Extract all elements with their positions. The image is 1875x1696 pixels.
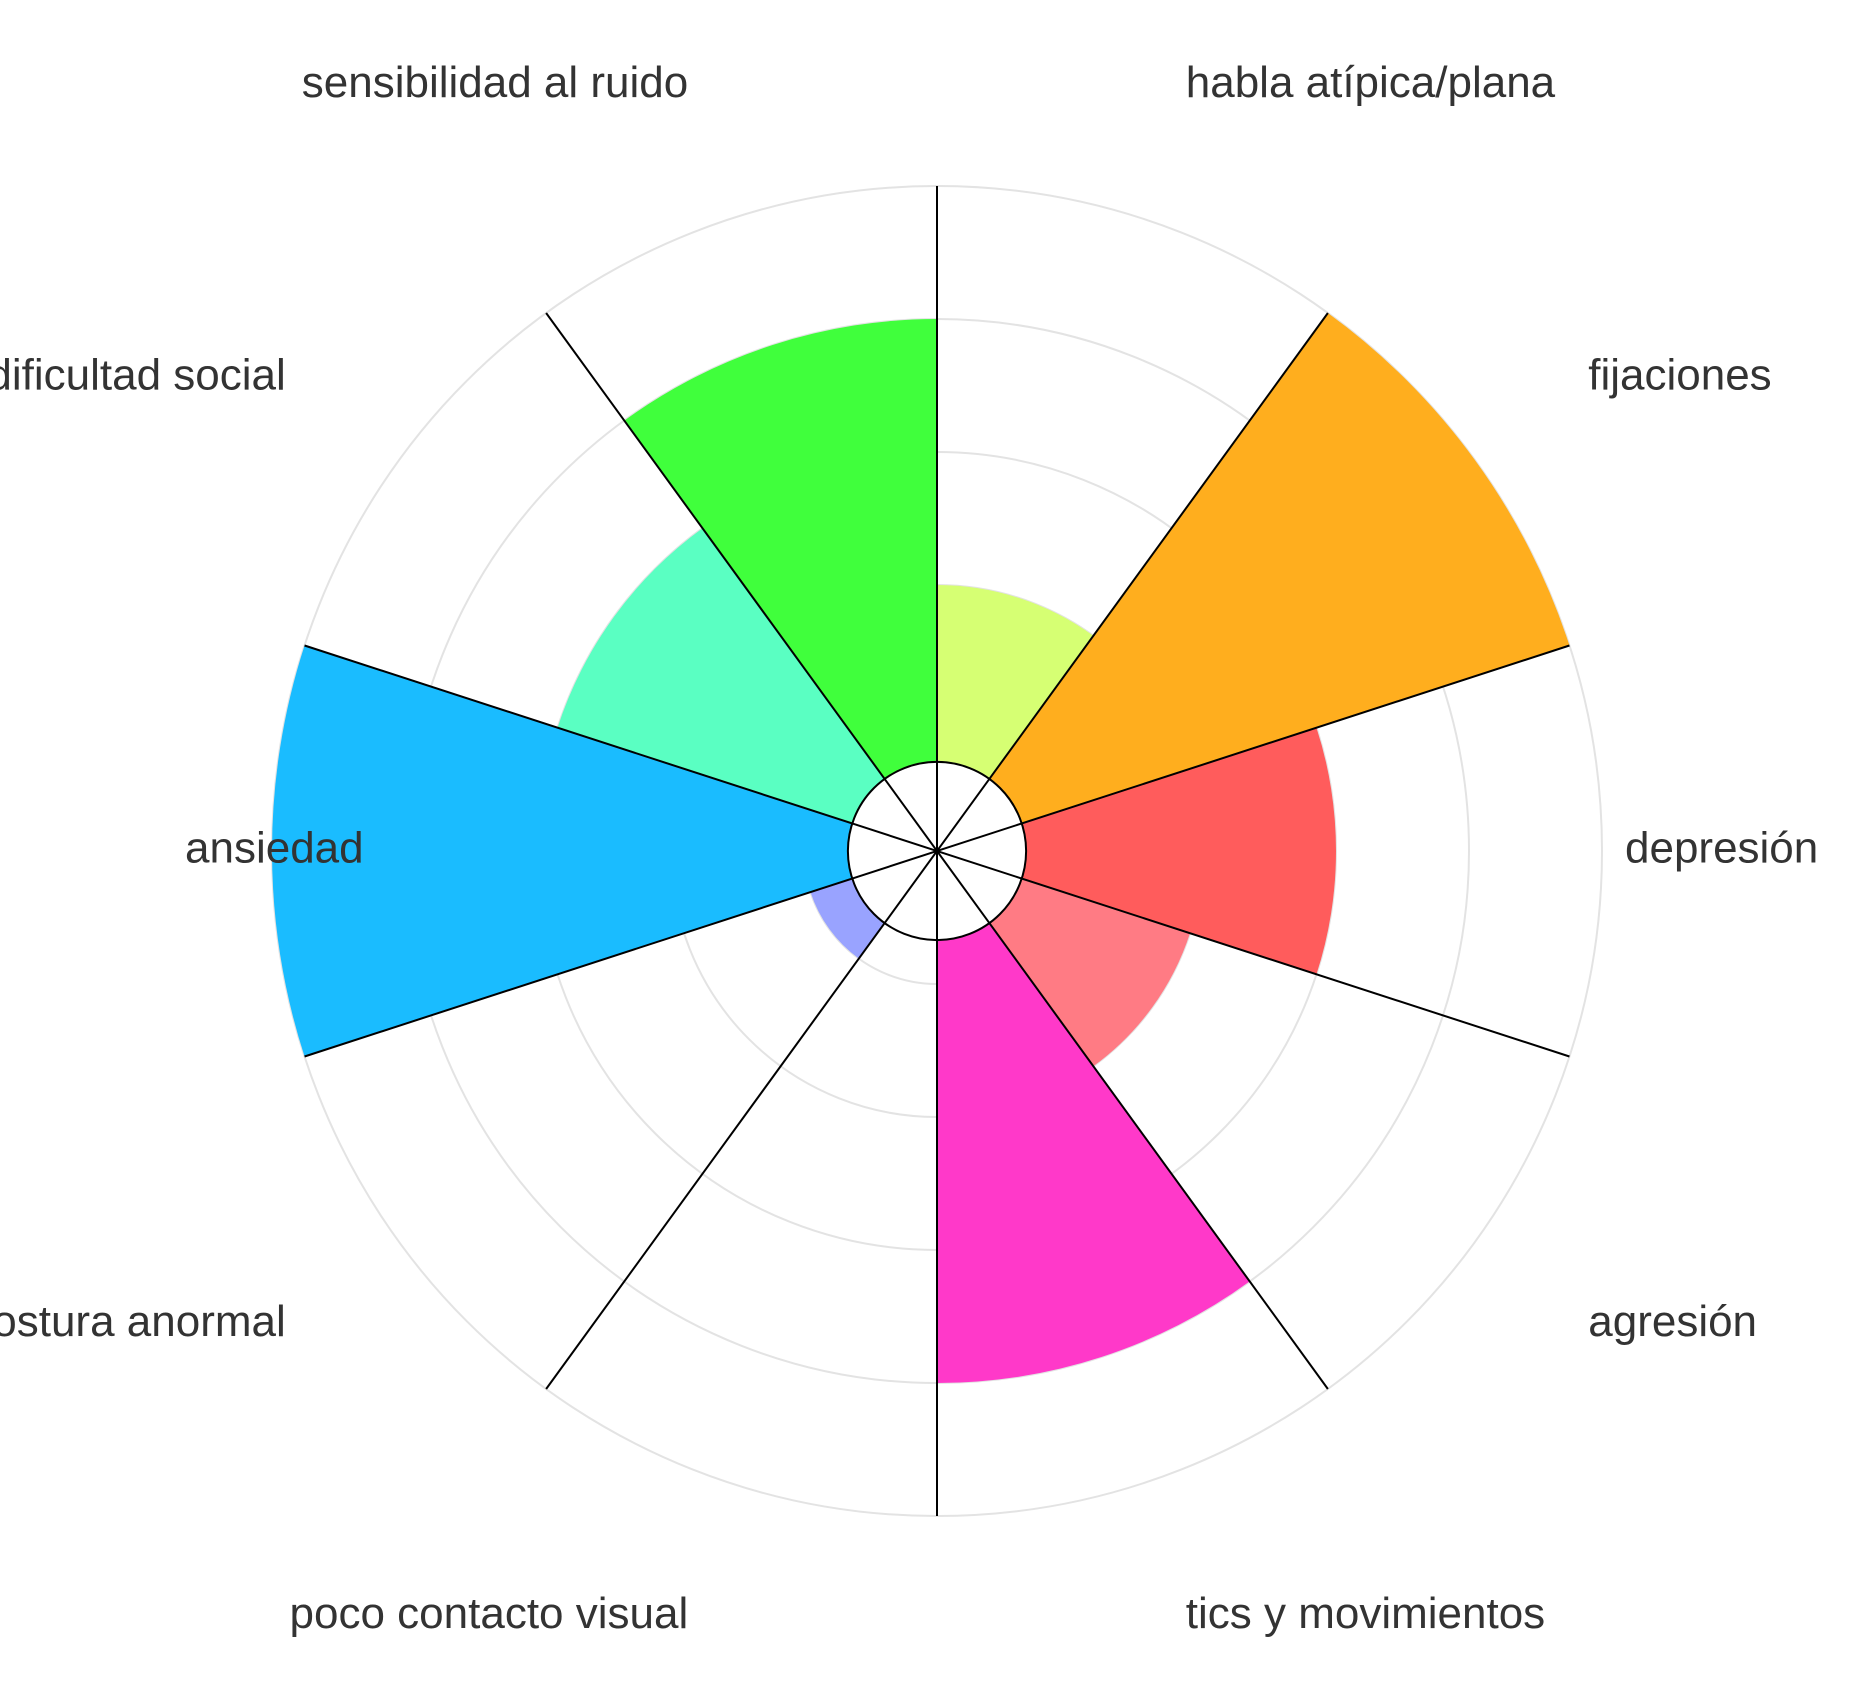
category-label: agresión (1588, 1297, 1757, 1346)
category-label: depresión (1625, 824, 1818, 873)
category-label: ansiedad (185, 824, 364, 873)
category-label: fijaciones (1588, 350, 1771, 399)
sector-9 (624, 319, 937, 851)
sector-7 (272, 645, 937, 1057)
category-label: postura anormal (0, 1297, 286, 1346)
center-hole (846, 760, 1028, 942)
category-label: tics y movimientos (1186, 1589, 1545, 1638)
sector-8 (557, 528, 937, 851)
category-label: sensibilidad al ruido (302, 58, 688, 107)
sector-2 (937, 727, 1336, 975)
sector-4 (937, 851, 1250, 1383)
center-spoke-4 (851, 822, 1023, 880)
sector-1 (937, 313, 1570, 852)
category-label: habla atípica/plana (1186, 58, 1556, 107)
category-label: poco contacto visual (290, 1589, 689, 1638)
category-labels: habla atípica/plana fijaciones depresión ag… (0, 58, 1818, 1638)
category-label: dificultad social (0, 350, 286, 399)
